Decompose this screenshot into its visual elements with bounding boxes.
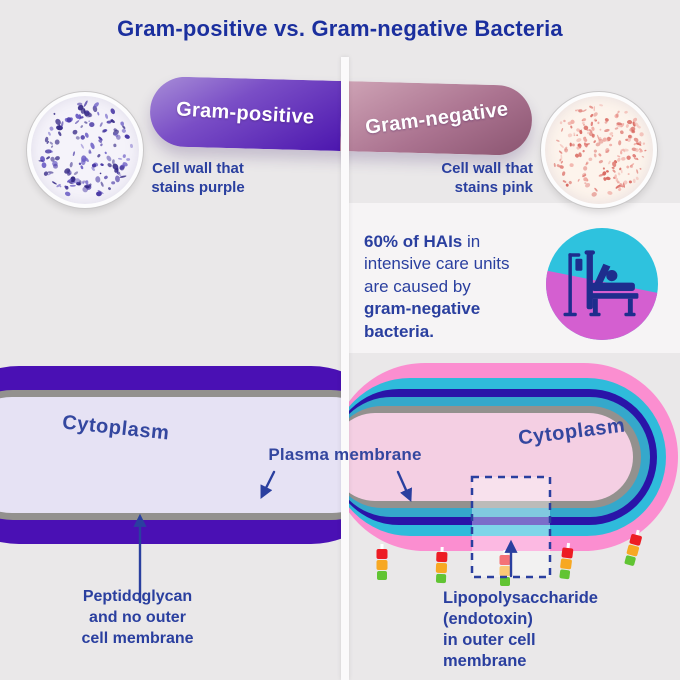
peptidoglycan-caption-line2: and no outer — [89, 609, 186, 627]
hospital-bed-icon — [563, 250, 639, 317]
center-divider — [341, 57, 349, 680]
stain-pink-line1: Cell wall that — [441, 160, 533, 177]
stain-purple-line1: Cell wall that — [152, 160, 244, 177]
hospital-bed-badge — [546, 228, 658, 340]
page-title: Gram-positive vs. Gram-negative Bacteria — [117, 16, 563, 41]
stain-pink-line2: stains pink — [454, 179, 533, 197]
gram-negative-micrograph-icon — [541, 92, 657, 208]
capsule-gram-negative-half: Gram-negative — [340, 81, 533, 156]
peptidoglycan-caption-line3: cell membrane — [81, 630, 194, 648]
purple-stain-speckles — [38, 100, 133, 197]
cell-wall-diagram — [0, 363, 678, 604]
lps-caption-line4: membrane — [443, 652, 527, 671]
stain-purple-line2: stains purple — [151, 179, 245, 197]
plasma-membrane-arrow-right — [396, 470, 413, 503]
hai-line2: intensive care units — [364, 254, 510, 274]
gram-negative-cross-section — [349, 363, 678, 551]
gram-positive-micrograph-icon — [27, 92, 143, 208]
lps-highlight-box — [470, 475, 552, 579]
gram-positive-cross-section — [0, 366, 341, 544]
lps-caption-line1: Lipopolysaccharide — [443, 589, 598, 607]
gram-positive-label: Gram-positive — [175, 97, 316, 129]
capsule-gram-positive-half: Gram-positive — [149, 76, 342, 151]
stain-purple-caption: Cell wall that stains purple — [135, 159, 261, 197]
gram-negative-label: Gram-negative — [363, 97, 510, 139]
hai-line1: 60% of HAIs in — [364, 232, 481, 251]
hai-line4: gram-negative — [364, 299, 481, 319]
stain-pink-caption: Cell wall that stains pink — [411, 159, 533, 197]
hai-line3: are caused by — [364, 276, 471, 296]
lps-caption-line2: (endotoxin) — [443, 610, 533, 629]
hai-line5: bacteria. — [364, 321, 434, 341]
lps-caption: Lipopolysaccharide (endotoxin) in outer … — [443, 588, 653, 672]
hai-statistic: 60% of HAIs in intensive care units are … — [364, 231, 564, 343]
plasma-membrane-arrow-left — [260, 470, 276, 499]
lps-caption-line3: in outer cell — [443, 631, 536, 650]
peptidoglycan-caption: Peptidoglycan and no outer cell membrane — [60, 586, 215, 649]
pink-stain-speckles — [553, 104, 647, 197]
lps-molecules — [376, 529, 642, 586]
plasma-membrane-label: Plasma membrane — [268, 445, 422, 464]
peptidoglycan-caption-line1: Peptidoglycan — [82, 588, 193, 605]
